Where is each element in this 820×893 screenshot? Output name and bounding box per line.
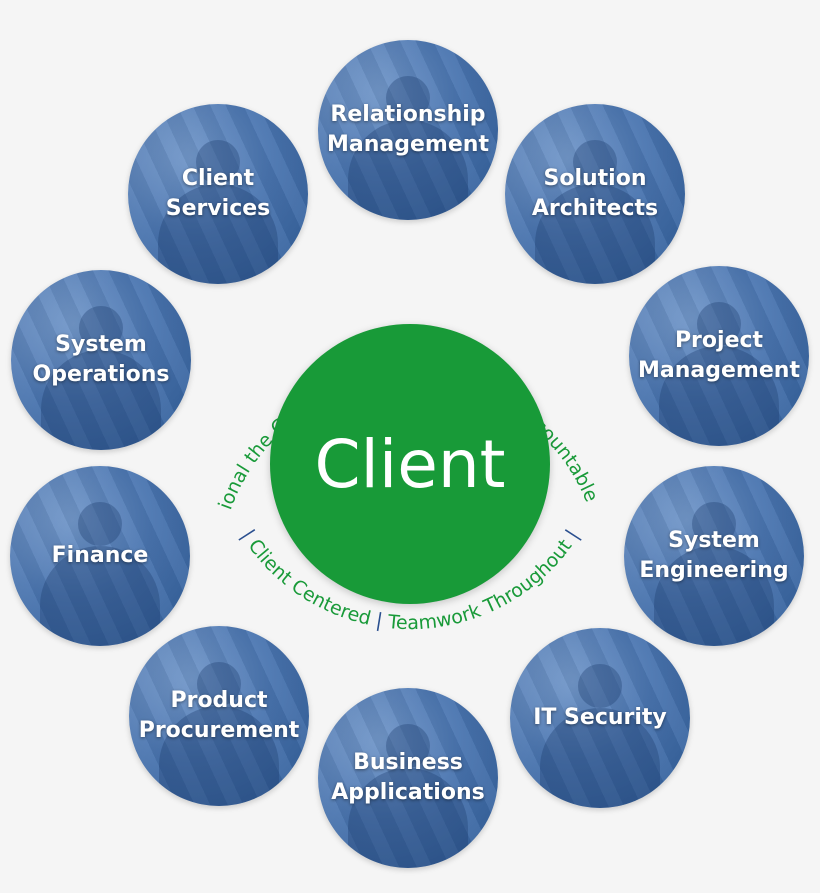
people-photo [659, 302, 779, 446]
value-divider: | [374, 609, 389, 633]
node-client-services[interactable]: Client Services [128, 104, 308, 284]
node-solution-architects[interactable]: Solution Architects [505, 104, 685, 284]
node-product-procurement[interactable]: Product Procurement [129, 626, 309, 806]
center-label: Client [314, 425, 506, 503]
people-photo [158, 140, 278, 284]
people-photo [40, 502, 160, 646]
node-system-engineering[interactable]: System Engineering [624, 466, 804, 646]
node-it-security[interactable]: IT Security [510, 628, 690, 808]
node-label: System Operations [32, 332, 170, 387]
node-label: System Engineering [639, 528, 789, 583]
people-photo [348, 76, 468, 220]
center-client-circle[interactable]: Client [270, 324, 550, 604]
value-divider: | [237, 526, 262, 548]
node-label: Project Management [638, 328, 800, 383]
node-label: Client Services [165, 166, 271, 221]
node-label: Relationship Management [327, 102, 489, 157]
node-label: Finance [51, 543, 149, 568]
node-relationship-management[interactable]: Relationship Management [318, 40, 498, 220]
people-photo [540, 664, 660, 808]
value-divider: | [561, 526, 583, 543]
node-label: Solution Architects [531, 166, 659, 221]
people-photo [41, 306, 161, 450]
node-system-operations[interactable]: System Operations [11, 270, 191, 450]
node-finance[interactable]: Finance [10, 466, 190, 646]
people-photo [159, 662, 279, 806]
node-project-management[interactable]: Project Management [629, 266, 809, 446]
node-label: Product Procurement [138, 688, 300, 743]
node-label: Business Applications [331, 750, 485, 805]
node-label: IT Security [533, 705, 667, 730]
node-business-applications[interactable]: Business Applications [318, 688, 498, 868]
people-photo [348, 724, 468, 868]
